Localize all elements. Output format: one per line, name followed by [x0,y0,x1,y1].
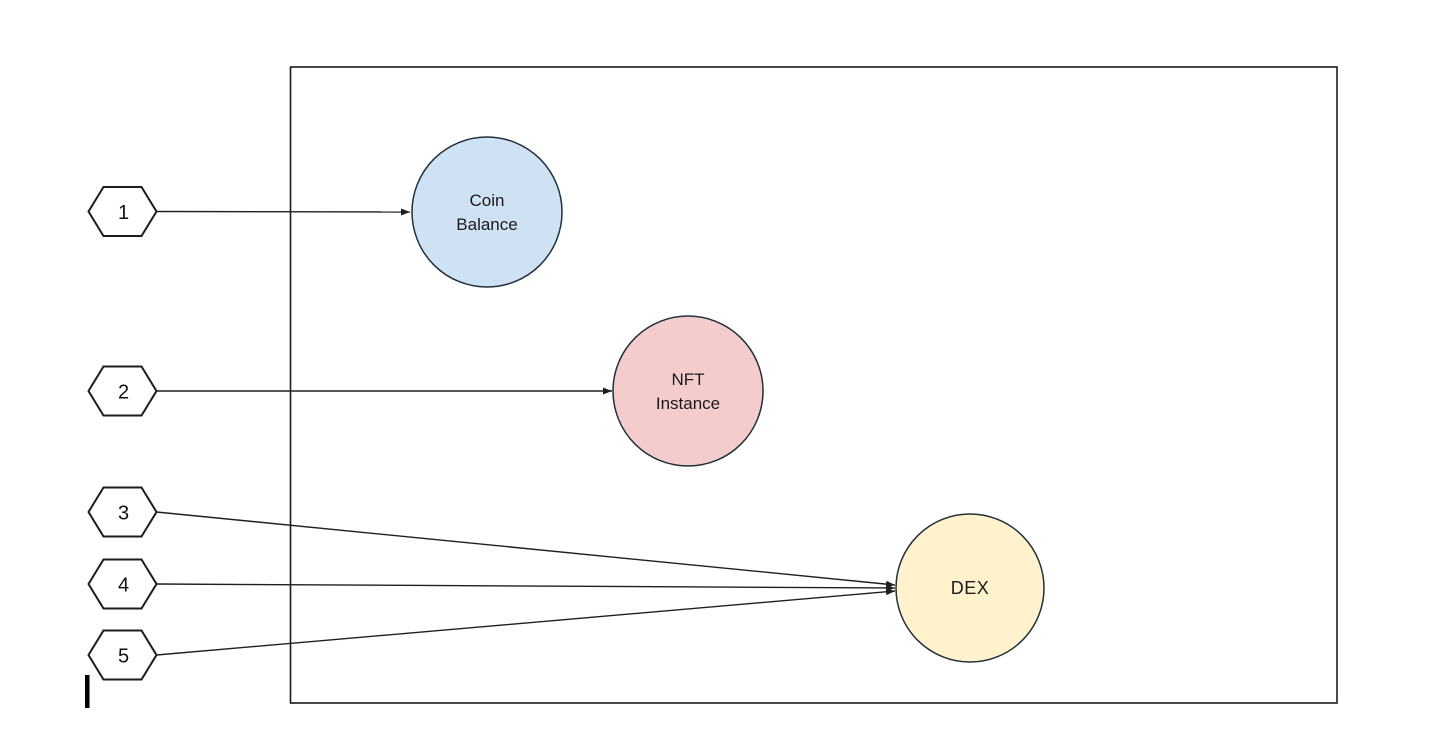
nft-instance-label-line1: NFT [671,370,704,389]
coin-balance-label-line2: Balance [456,215,517,234]
connector-4-to-dex [156,583,896,592]
hexagon-1-shape[interactable] [87,186,158,237]
hexagon-3-shape[interactable] [87,486,158,538]
connector-1-to-coin-balance [156,208,411,216]
connector-5-to-dex [156,588,896,656]
connector-3-to-dex [156,511,896,588]
hexagon-2-shape[interactable] [87,365,158,417]
hexagon-3-label: 3 [118,503,129,525]
step-hexagon-5[interactable]: 5 [87,629,158,681]
hexagon-4-label: 4 [118,575,129,597]
diagram-frame [289,66,1338,704]
node-dex[interactable]: DEX [895,513,1045,663]
coin-balance-circle[interactable] [411,136,563,288]
step-hexagon-4[interactable]: 4 [87,558,158,610]
step-hexagon-2[interactable]: 2 [87,365,158,417]
connectors [156,208,896,656]
node-nft-instance[interactable]: NFT Instance [612,315,764,467]
text-cursor [85,675,90,708]
dex-circle[interactable] [895,513,1045,663]
nft-instance-circle[interactable] [612,315,764,467]
hexagon-4-shape[interactable] [87,558,158,610]
node-coin-balance[interactable]: Coin Balance [411,136,563,288]
hexagon-1-label: 1 [118,202,129,224]
coin-balance-label-line1: Coin [470,191,505,210]
nft-instance-label-line2: Instance [656,394,720,413]
hexagon-2-label: 2 [118,382,129,404]
hexagon-5-label: 5 [118,646,129,668]
dex-label: DEX [951,578,990,598]
step-hexagon-3[interactable]: 3 [87,486,158,538]
hexagon-5-shape[interactable] [87,629,158,681]
step-hexagon-1[interactable]: 1 [87,186,158,237]
